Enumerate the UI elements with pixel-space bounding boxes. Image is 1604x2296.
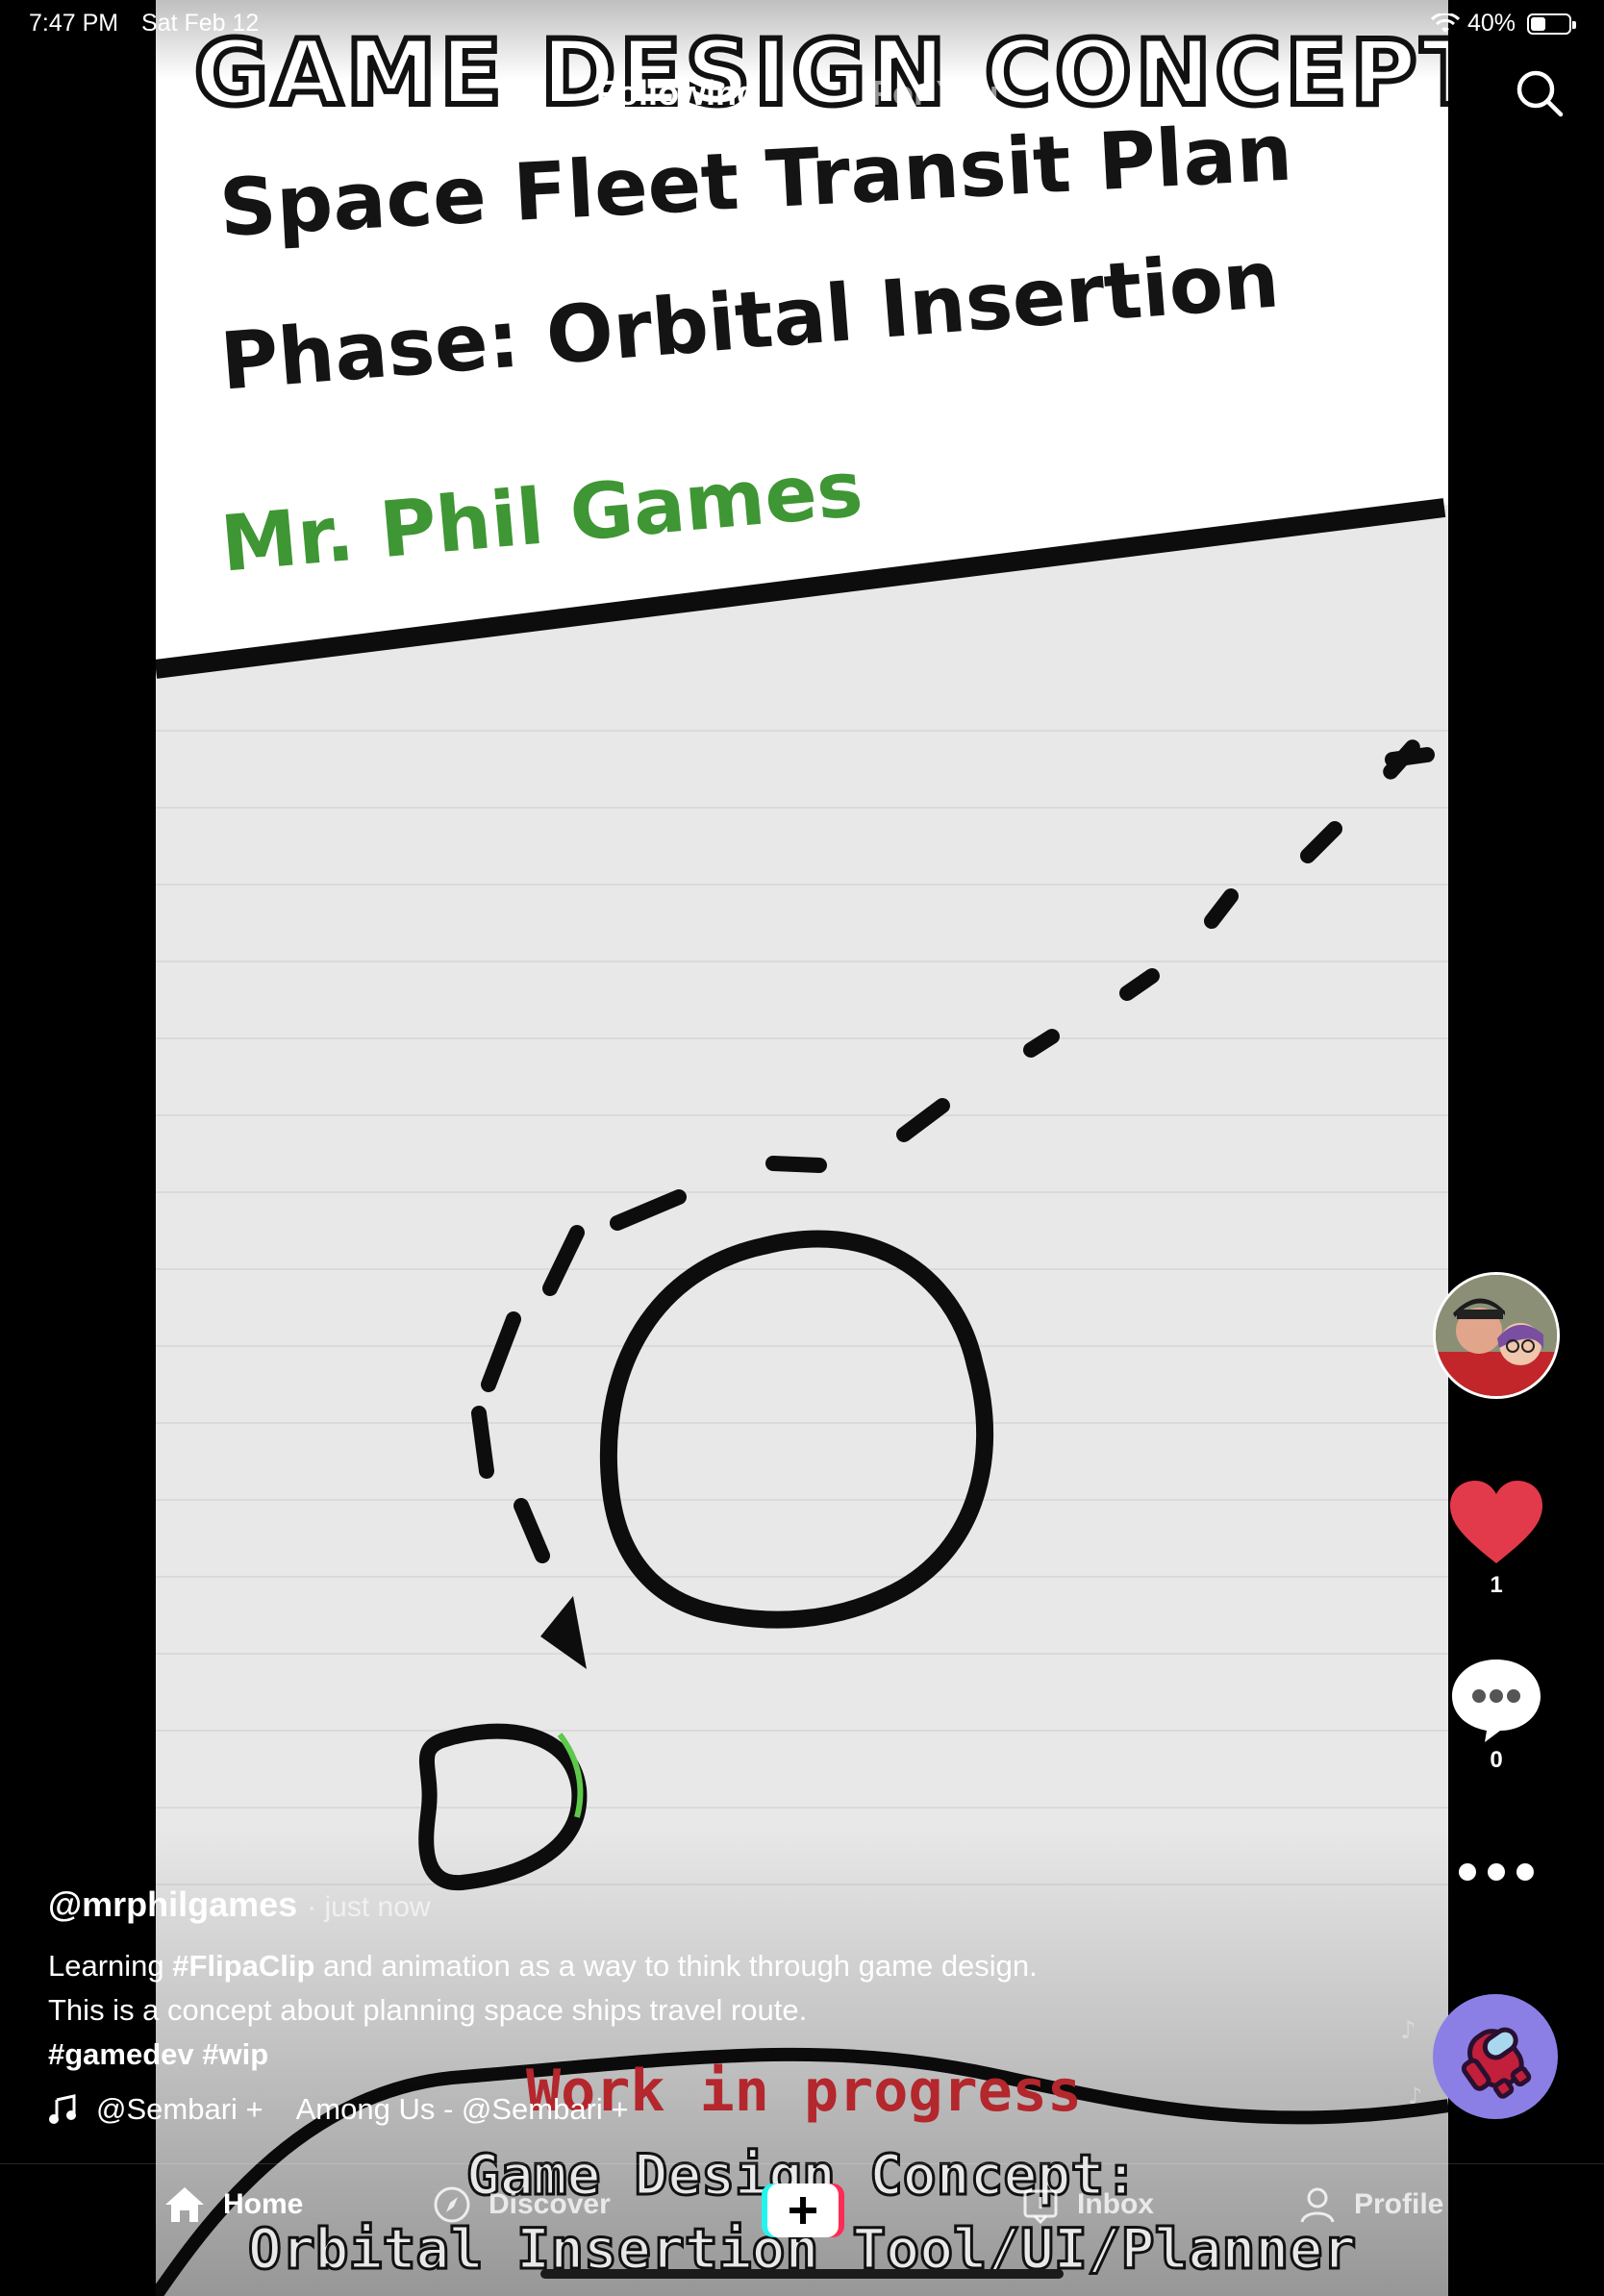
desc-text-2: and animation as a way to think through …: [48, 1949, 1038, 2027]
nav-profile-label: Profile: [1354, 2188, 1444, 2220]
wifi-icon: [1431, 13, 1460, 33]
video-banner-title: GAME DESIGN CONCEPT: [191, 18, 1448, 129]
heart-icon: [1450, 1481, 1542, 1563]
video-description: Learning #FlipaClip and animation as a w…: [48, 1944, 1048, 2077]
among-us-crewmate-icon: [1461, 2027, 1532, 2099]
like-count: 1: [1490, 1572, 1503, 1598]
video-player[interactable]: GAME DESIGN CONCEPT Space Fleet Transit …: [156, 0, 1448, 2296]
more-dots-icon: [1459, 1863, 1534, 1881]
profile-icon: [1300, 2187, 1335, 2223]
comment-button[interactable]: 0: [1446, 1654, 1546, 1774]
nav-home-label: Home: [223, 2188, 304, 2220]
video-caption: @mrphilgames · just now Learning #FlipaC…: [48, 1884, 1048, 2127]
comment-icon: [1452, 1660, 1541, 1742]
plus-icon: [762, 2184, 844, 2237]
battery-icon: [1527, 13, 1576, 35]
hashtag-flipaclip[interactable]: #FlipaClip: [172, 1949, 315, 1983]
svg-text:♪: ♪: [1408, 2083, 1422, 2108]
like-button[interactable]: 1: [1446, 1479, 1546, 1599]
feed-tabs: Following For You: [0, 67, 1604, 125]
orbit-arrowhead: [540, 1596, 587, 1669]
moon-highlight: [557, 1733, 584, 1818]
battery-percent: 40%: [1467, 10, 1516, 37]
overlay-work-in-progress: Work in progress: [526, 2058, 1082, 2125]
music-artist: @Sembari +: [96, 2092, 263, 2126]
home-icon: [165, 2187, 204, 2222]
inbox-icon: [1023, 2189, 1058, 2224]
home-indicator[interactable]: [540, 2269, 1064, 2279]
nav-home[interactable]: Home: [163, 2185, 303, 2224]
share-more-button[interactable]: [1456, 1860, 1537, 1888]
creator-avatar[interactable]: [1433, 1272, 1560, 1399]
compass-icon: [434, 2186, 470, 2223]
status-time: 7:47 PM: [29, 10, 119, 37]
title-card-edge: [156, 498, 1446, 679]
bottom-navigation: Home Discover Inbox: [0, 2163, 1604, 2296]
orbit-trajectory: [471, 739, 1435, 1563]
nav-discover-label: Discover: [489, 2188, 611, 2220]
hashtag-gamedev[interactable]: #gamedev: [48, 2037, 194, 2071]
status-date: Sat Feb 12: [141, 10, 260, 37]
video-frame-art: [156, 0, 1448, 2296]
create-button[interactable]: [762, 2184, 844, 2237]
tab-for-you[interactable]: For You: [871, 73, 999, 112]
music-track: Among Us - @Sembari +: [295, 2092, 629, 2126]
music-line[interactable]: @Sembari + Among Us - @Sembari +: [48, 2092, 1048, 2127]
nav-inbox[interactable]: Inbox: [1021, 2185, 1154, 2224]
floating-music-notes-icon: ♪ ♪: [1400, 2016, 1422, 2108]
planet-drawing: [599, 1230, 994, 1629]
sound-disc-button[interactable]: [1433, 1994, 1558, 2119]
nav-profile[interactable]: Profile: [1298, 2185, 1443, 2224]
desc-text-1: Learning: [48, 1949, 173, 1983]
status-bar: 7:47 PM Sat Feb 12 40%: [0, 8, 1604, 46]
author-line: @mrphilgames · just now: [48, 1884, 1048, 1925]
search-icon[interactable]: [1514, 67, 1566, 119]
nav-discover[interactable]: Discover: [433, 2185, 611, 2224]
battery-fill: [1531, 17, 1546, 31]
svg-text:♪: ♪: [1400, 2016, 1416, 2045]
author-handle[interactable]: @mrphilgames: [48, 1884, 298, 1924]
hashtag-wip[interactable]: #wip: [202, 2037, 269, 2071]
avatar-photo: [1436, 1275, 1557, 1396]
title-card: [156, 0, 1448, 663]
post-time: · just now: [307, 1891, 431, 1923]
comment-count: 0: [1490, 1747, 1503, 1773]
nav-inbox-label: Inbox: [1077, 2188, 1154, 2220]
tab-following[interactable]: Following: [596, 73, 758, 112]
music-note-icon: [49, 2094, 76, 2124]
